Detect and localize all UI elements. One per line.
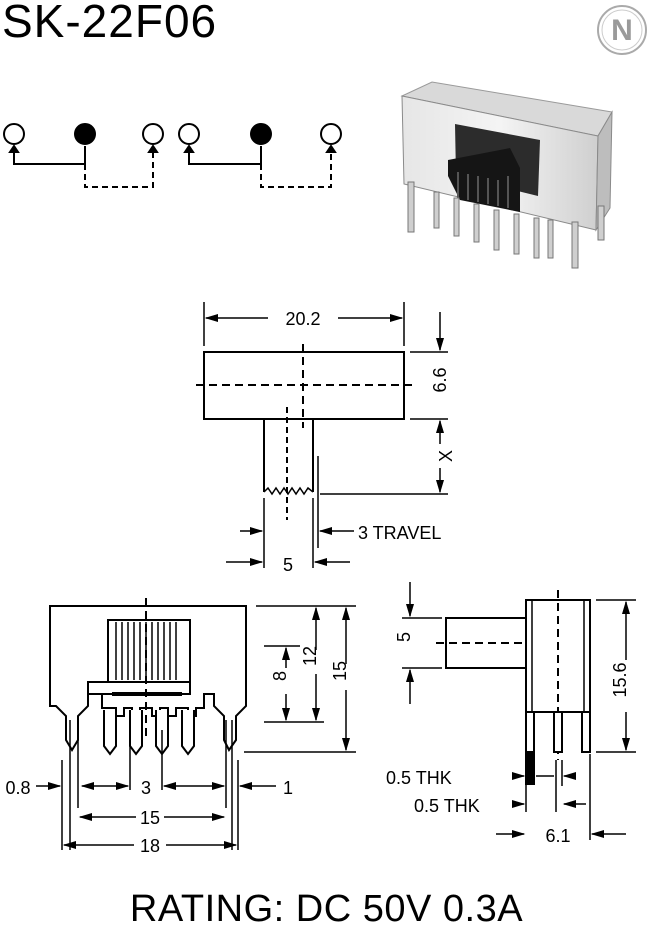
dim-depth-6-1: 6.1 xyxy=(545,826,570,846)
thk-label-1: 0.5 THK xyxy=(386,768,452,788)
side-view xyxy=(436,590,591,840)
dim-actuator-5: 5 xyxy=(283,555,293,575)
brand-logo: N xyxy=(596,4,648,56)
logo-letter: N xyxy=(611,14,633,47)
top-view xyxy=(196,302,448,568)
dim-pin-0-8: 0.8 xyxy=(5,778,30,798)
dim-actuator-5-side: 5 xyxy=(394,632,414,642)
dim-height-6-6: 6.6 xyxy=(430,367,450,392)
dim-span-15: 15 xyxy=(140,808,160,828)
dim-pin-1: 1 xyxy=(283,778,293,798)
dim-actuator-x: X xyxy=(436,450,456,462)
thk-label-2: 0.5 THK xyxy=(414,796,480,816)
dim-height-12: 12 xyxy=(300,646,320,666)
front-view-dims xyxy=(36,605,356,850)
dim-width-18: 18 xyxy=(140,836,160,856)
side-view-dims xyxy=(402,582,636,839)
rating-label: RATING: DC 50V 0.3A xyxy=(129,888,524,930)
circuit-schematic xyxy=(3,123,342,188)
model-title: SK-22F06 xyxy=(2,0,218,47)
dim-height-15: 15 xyxy=(330,661,350,681)
dim-height-8: 8 xyxy=(270,671,290,681)
front-view xyxy=(49,598,247,850)
dim-width-20-2: 20.2 xyxy=(285,309,320,329)
travel-label: 3 TRAVEL xyxy=(358,523,441,543)
switch-photo xyxy=(400,81,613,269)
dim-height-15-6: 15.6 xyxy=(610,662,630,697)
dim-pitch-3: 3 xyxy=(141,778,151,798)
